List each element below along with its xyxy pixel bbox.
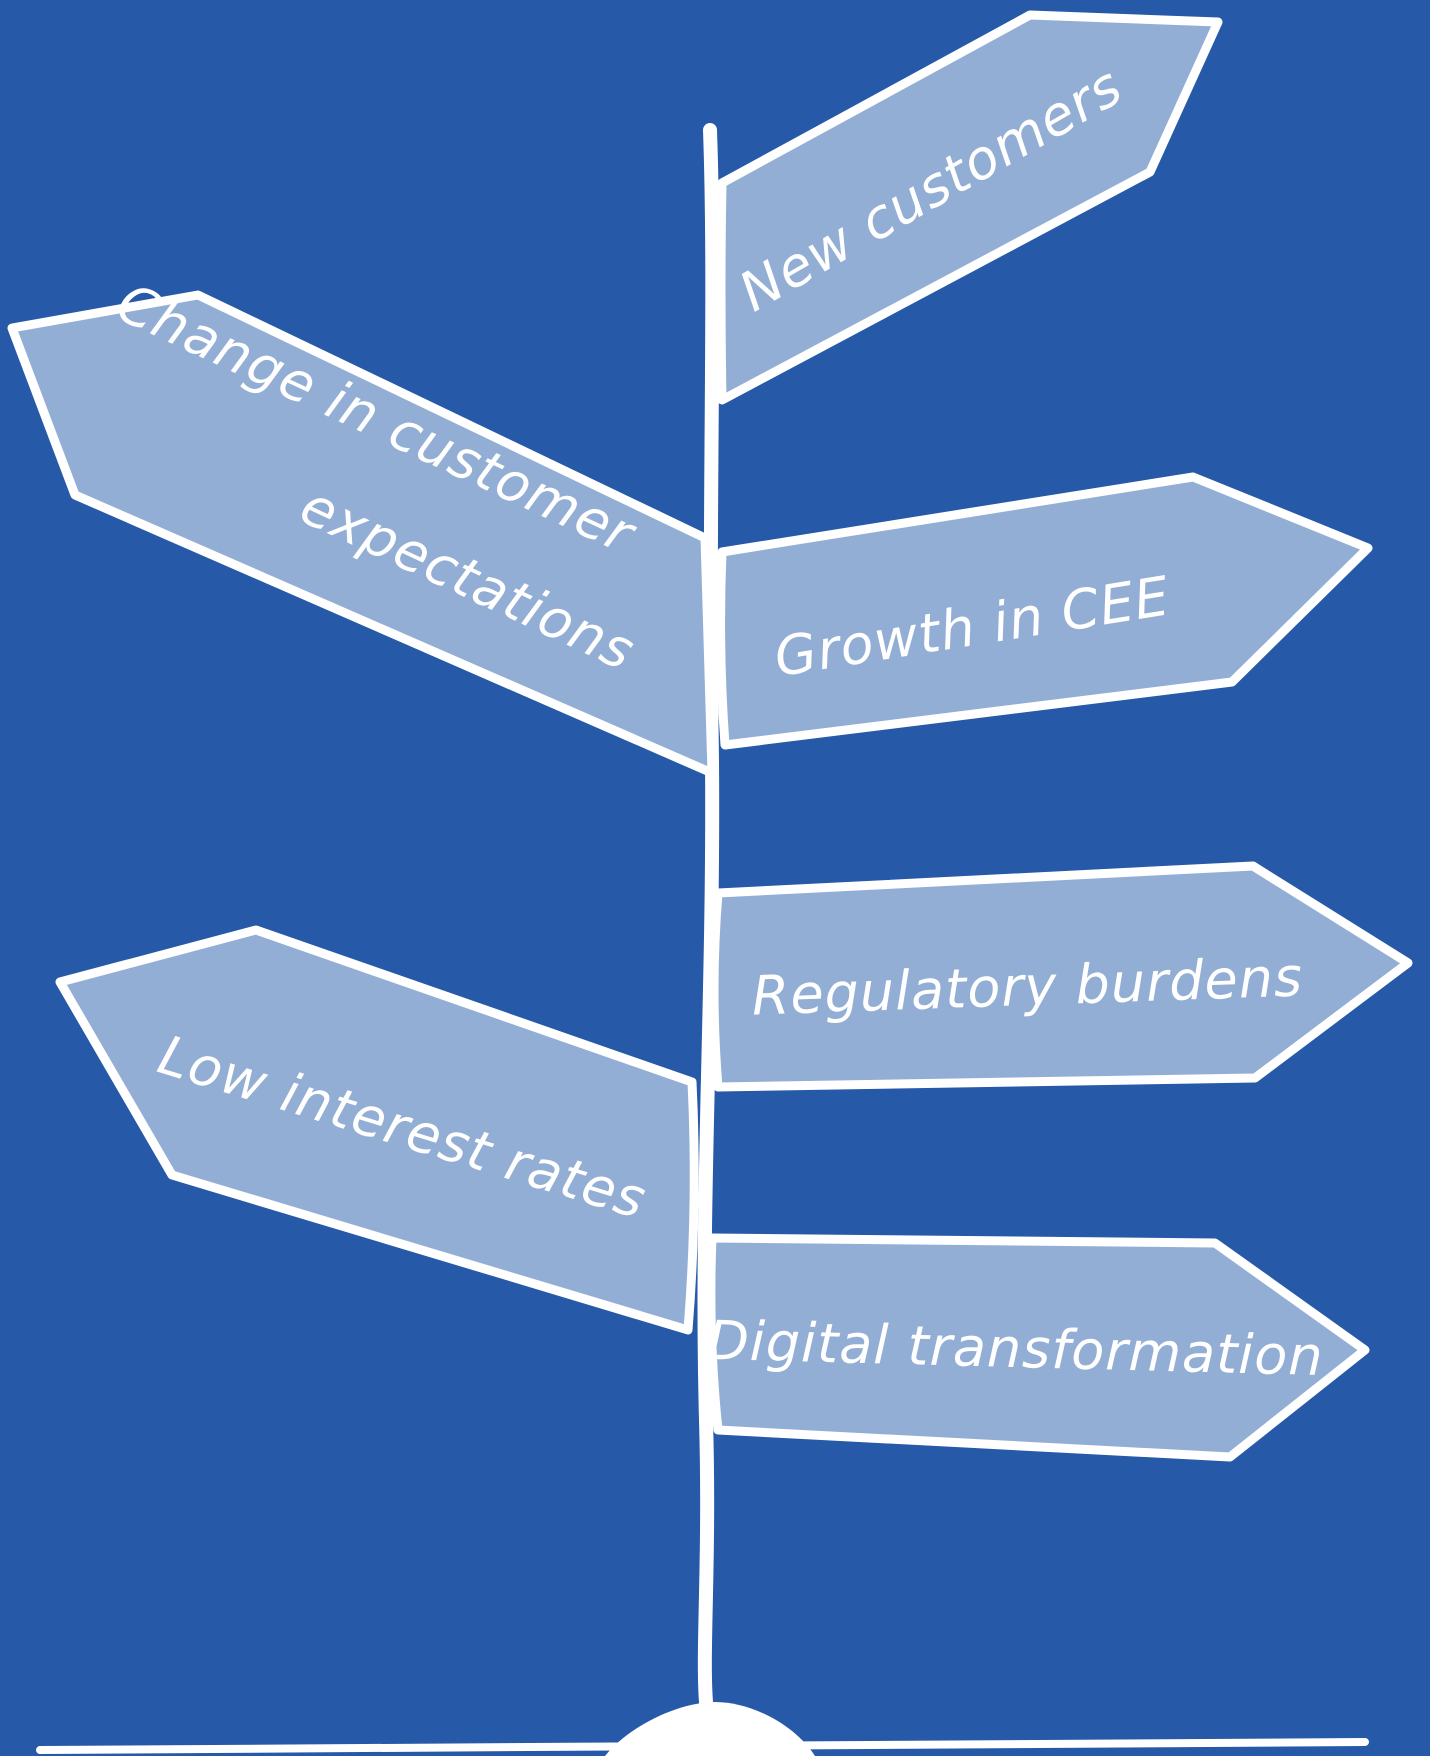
sign-low-interest-rates	[55, 925, 699, 1335]
ground-line	[36, 1738, 1369, 1754]
sign-new-customers	[716, 10, 1223, 405]
sign-growth-cee	[716, 472, 1373, 750]
sign-change-expectations	[7, 290, 717, 778]
signpost-pole	[697, 123, 720, 1709]
